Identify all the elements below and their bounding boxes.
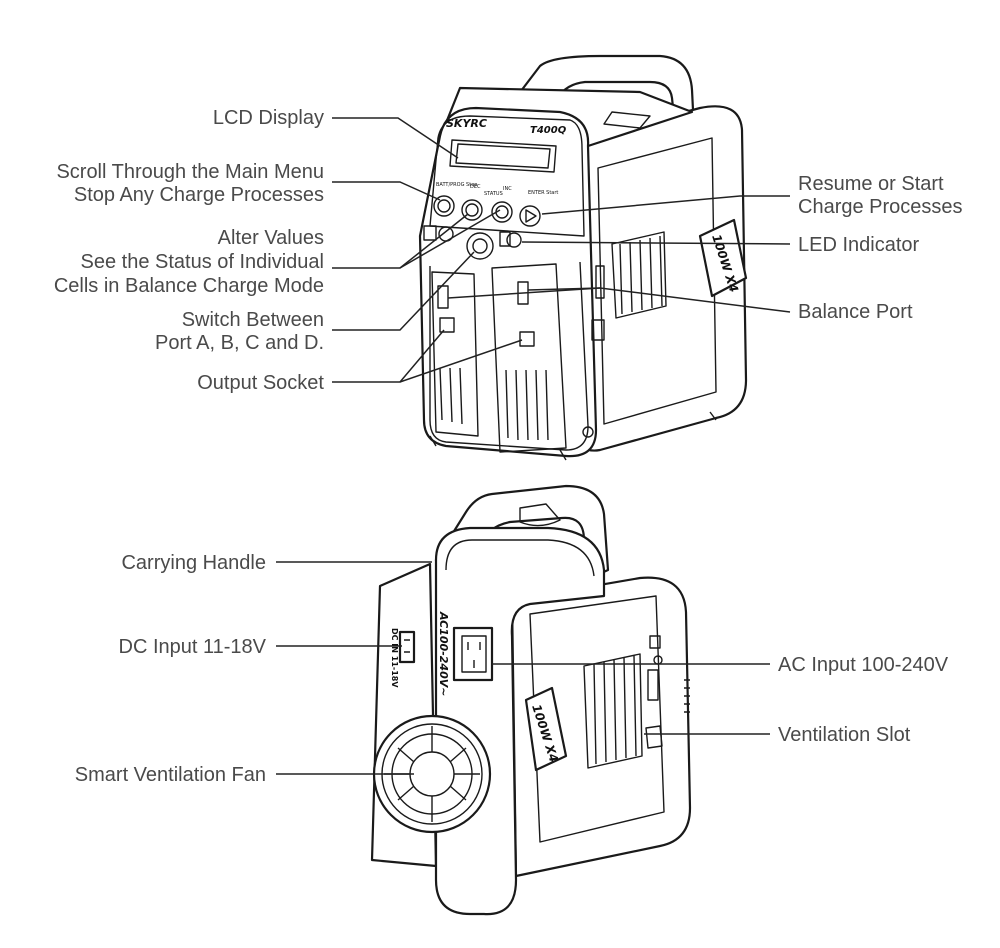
front-view-charger: SKYRC T400Q BATT/PROG Stop DEC STATUS IN… <box>418 54 748 461</box>
label-lcd-display: LCD Display <box>213 107 324 129</box>
label-output-socket: Output Socket <box>197 372 324 394</box>
label-carrying-handle: Carrying Handle <box>121 552 266 574</box>
label-ac-input: AC Input 100-240V <box>778 654 949 676</box>
model-label: T400Q <box>530 125 567 136</box>
dc-input-port <box>398 630 416 664</box>
front-grille <box>439 367 549 441</box>
ac-input-socket <box>452 626 494 682</box>
rear-balance-port <box>645 635 663 749</box>
dec-button <box>461 199 483 221</box>
button-inc-label: INC <box>503 186 512 192</box>
label-alter-line1: Alter Values <box>218 227 324 249</box>
rear-dc-marking: DC IN 11-18V <box>390 628 399 688</box>
port-switch-dial <box>466 232 494 260</box>
label-alter-line3: Cells in Balance Charge Mode <box>54 275 324 297</box>
label-scroll-line1: Scroll Through the Main Menu <box>56 161 324 183</box>
button-batt-prog-label: BATT/PROG Stop <box>436 182 477 188</box>
button-dec-label: DEC <box>470 184 481 190</box>
label-switch-line1: Switch Between <box>182 309 324 331</box>
label-smart-fan: Smart Ventilation Fan <box>75 764 266 786</box>
batt-prog-button <box>433 195 455 217</box>
rear-ac-marking: AC100-240V~ <box>437 611 450 696</box>
button-status-label: STATUS <box>484 191 503 197</box>
rear-face <box>434 526 606 916</box>
enter-button <box>519 205 541 227</box>
label-resume-line1: Resume or Start <box>798 173 944 195</box>
rear-power-badge: 100W X4 <box>524 686 568 772</box>
rear-view-charger: AC100-240V~ DC IN 11-18V 100W <box>370 484 692 916</box>
label-alter-line2: See the Status of Individual <box>81 251 325 273</box>
label-scroll-line2: Stop Any Charge Processes <box>74 184 324 206</box>
power-badge: 100W X4 <box>698 218 748 298</box>
label-ventilation-slot: Ventilation Slot <box>778 724 911 746</box>
rear-labels: Carrying Handle DC Input 11-18V Smart Ve… <box>75 552 949 786</box>
brand-logo: SKYRC <box>446 117 487 130</box>
side-ventilation-slots <box>611 231 667 319</box>
button-enter-label: ENTER Start <box>528 190 558 196</box>
rear-leader-lines <box>276 561 770 775</box>
label-dc-input: DC Input 11-18V <box>119 636 267 658</box>
rear-ventilation-slots <box>583 653 643 769</box>
label-resume-line2: Charge Processes <box>798 196 963 218</box>
label-balance-port: Balance Port <box>798 301 913 323</box>
label-led-indicator: LED Indicator <box>798 234 920 256</box>
front-labels: LCD Display Scroll Through the Main Menu… <box>54 107 963 394</box>
front-leader-lines <box>332 117 791 383</box>
label-switch-line2: Port A, B, C and D. <box>155 332 324 354</box>
output-socket <box>439 317 605 347</box>
lcd-display <box>449 139 557 173</box>
